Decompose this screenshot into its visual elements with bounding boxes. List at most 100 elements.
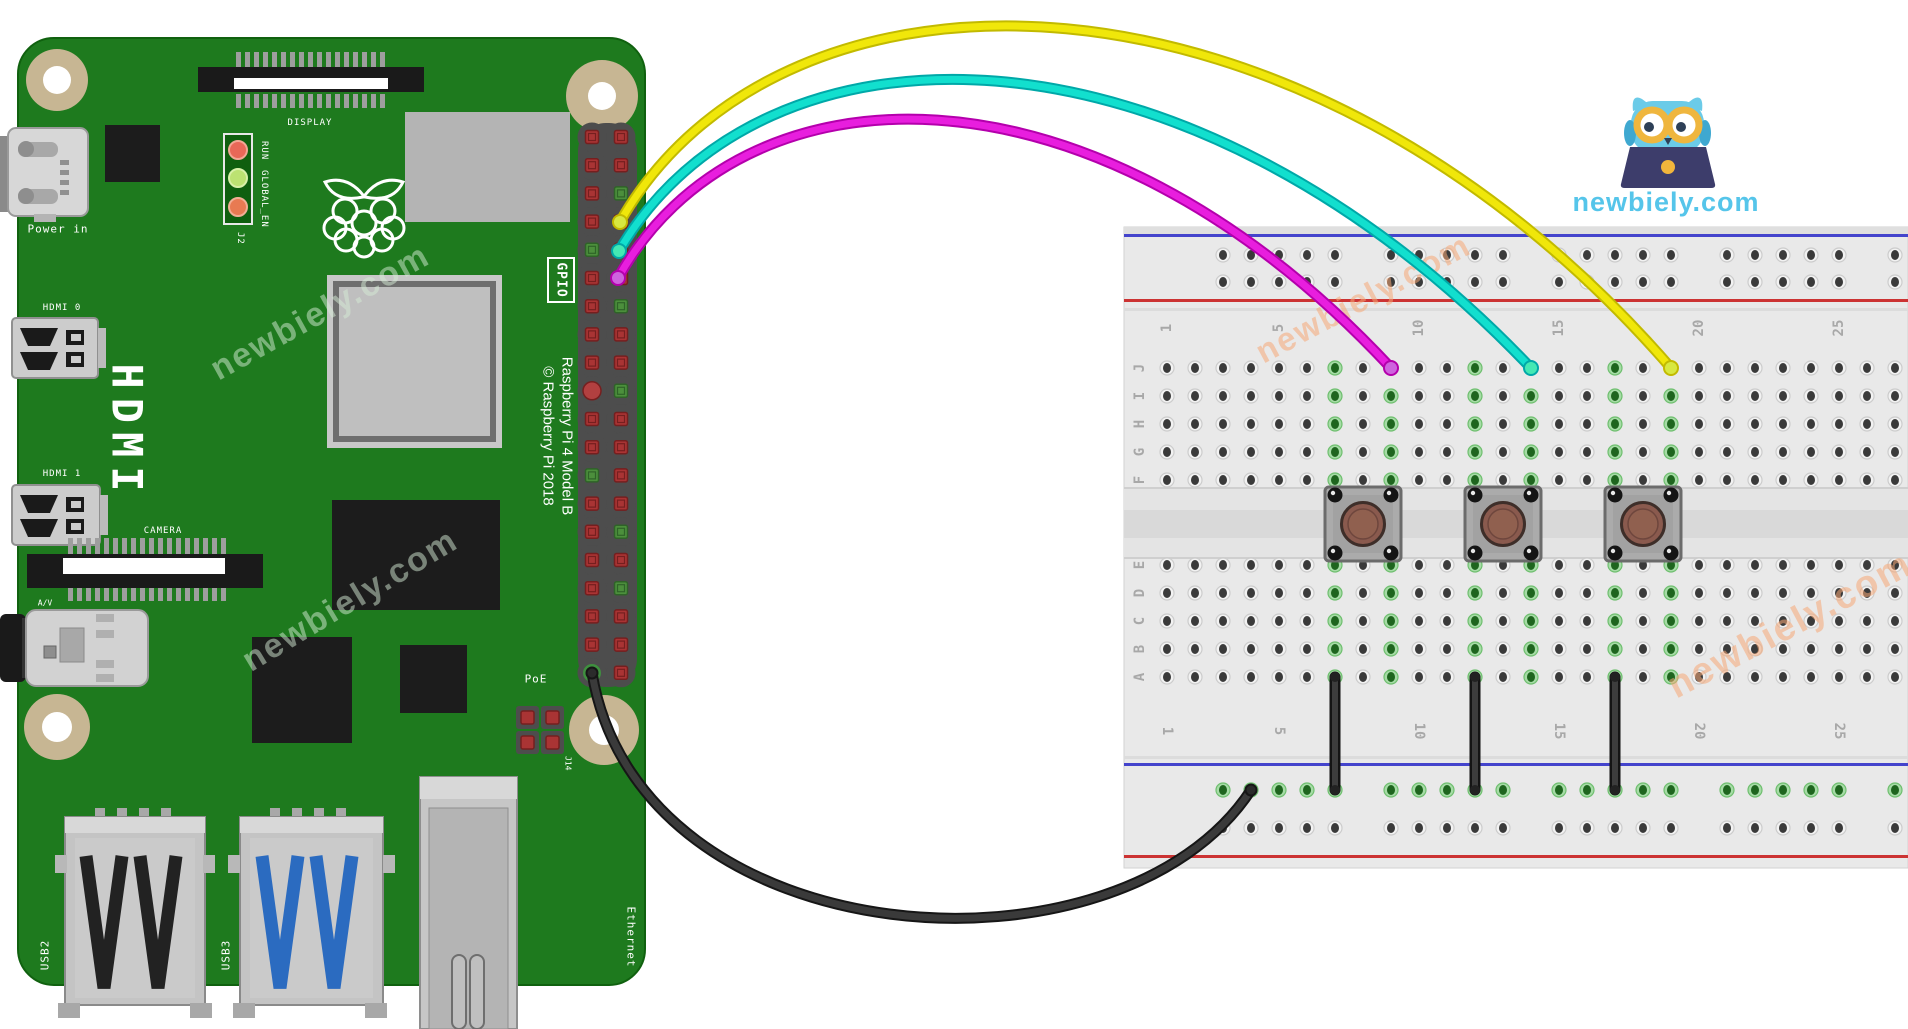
display-connector <box>198 52 424 108</box>
chip-ram <box>332 500 500 610</box>
top-rail-blue-line <box>1124 234 1908 237</box>
gpio-pin-gnd <box>613 186 629 201</box>
cyan-jumper-wire-end-cap <box>1523 360 1539 376</box>
button-pin <box>1383 545 1399 561</box>
gpio-pin-gnd <box>613 580 629 596</box>
logo-site-text: newbiely.com <box>1572 187 1759 217</box>
gpio-pin <box>613 552 629 568</box>
gpio-pin <box>584 298 600 314</box>
push-buttons <box>1323 485 1683 563</box>
ethernet-label: Ethernet <box>625 907 638 968</box>
cyan-jumper-wire <box>611 73 1539 376</box>
column-number-bottom-10: 10 <box>1411 723 1427 740</box>
cyan-jumper-wire-start-cap <box>611 243 627 259</box>
power-in-port <box>0 127 89 222</box>
gpio-pin <box>584 186 600 201</box>
yellow-jumper-wire-end-cap <box>1663 360 1679 376</box>
yellow-jumper-wire <box>612 20 1679 376</box>
newbiely-logo: newbiely.com <box>1572 97 1759 217</box>
gpio-pin <box>584 129 600 145</box>
gpio-pin <box>613 355 629 370</box>
gpio-label-box <box>547 257 575 303</box>
button-pin <box>1663 545 1679 561</box>
hdmi-big-label: HDMI <box>103 363 152 500</box>
row-label-C: C <box>1132 617 1148 625</box>
j2-label: J2 <box>235 232 245 245</box>
ground-jumper-col-12 <box>1469 671 1481 796</box>
magenta-jumper-wire-start-cap <box>610 270 626 286</box>
display-label: DISPLAY <box>288 118 333 128</box>
camera-label: CAMERA <box>144 526 183 536</box>
gpio-pin <box>613 637 629 652</box>
gpio-pin <box>584 270 600 286</box>
bottom-rail-red-line <box>1124 855 1908 858</box>
gpio-pin <box>613 609 629 624</box>
j14-label: J14 <box>564 756 573 771</box>
magenta-jumper-wire <box>610 113 1399 376</box>
gpio-pin-gnd <box>584 242 600 258</box>
column-number-top-10: 10 <box>1411 320 1427 337</box>
gpio-pin <box>584 214 600 229</box>
breadboard-holes <box>1159 247 1903 836</box>
row-label-J: J <box>1132 364 1148 372</box>
gpio-pin <box>613 665 629 681</box>
usb2-label: USB2 <box>39 940 52 971</box>
column-number-top-15: 15 <box>1551 320 1567 337</box>
magenta-jumper-wire-end-cap <box>1383 360 1399 376</box>
button-pin <box>1523 545 1539 561</box>
chip-small-top <box>105 125 160 182</box>
gpio-pin <box>584 355 600 370</box>
hdmi1-label: HDMI 1 <box>43 469 82 479</box>
bottom-rail-blue-line <box>1124 763 1908 766</box>
gpio-pin-gnd <box>613 383 629 399</box>
gpio-pin <box>584 552 600 568</box>
hdmi1-port <box>11 484 108 546</box>
gpio-pin <box>584 496 600 511</box>
row-label-B: B <box>1132 645 1148 653</box>
gpio-pin <box>613 157 629 173</box>
gpio-pin-round <box>582 381 602 401</box>
chip-ethernet-controller <box>400 645 467 713</box>
power-in-label: Power in <box>28 223 89 236</box>
ground-jumpers <box>1329 671 1621 796</box>
gpio-pin-gnd <box>613 298 629 314</box>
av-label: A/V <box>38 599 53 608</box>
hdmi0-port <box>11 317 106 379</box>
row-label-D: D <box>1132 589 1148 597</box>
column-number-top-20: 20 <box>1691 320 1707 337</box>
gpio-pin <box>613 327 629 342</box>
button-pin <box>1607 487 1623 503</box>
gpio-pin <box>613 439 629 455</box>
raspberry-pi-4-board: Power in DISPLAY RUN GLOBAL_EN J2 GPIO R… <box>0 37 646 1029</box>
gpio-pin <box>584 524 600 540</box>
camera-connector <box>27 538 263 601</box>
push-button-3 <box>1603 485 1683 563</box>
gpio-pin <box>584 580 600 596</box>
status-leds <box>223 133 253 225</box>
chip-usb-controller <box>252 637 352 743</box>
push-button-1 <box>1323 485 1403 563</box>
model-text-line2: © Raspberry Pi 2018 <box>540 366 557 505</box>
gpio-pin <box>613 411 629 427</box>
global-en-label: GLOBAL_EN <box>259 170 269 228</box>
black-ground-wire-start-cap <box>585 666 599 680</box>
gpio-pin <box>584 637 600 652</box>
usb3-port <box>228 808 395 1018</box>
column-number-bottom-15: 15 <box>1551 723 1567 740</box>
gpio-pin <box>584 609 600 624</box>
row-label-I: I <box>1132 392 1148 400</box>
poe-header <box>516 706 564 754</box>
av-jack <box>0 609 149 687</box>
gpio-pin <box>613 496 629 511</box>
button-pin <box>1523 487 1539 503</box>
led-run <box>228 140 248 160</box>
column-number-top-1: 1 <box>1159 324 1175 332</box>
button-pin <box>1327 545 1343 561</box>
column-number-top-25: 25 <box>1831 320 1847 337</box>
owl-icon <box>1620 97 1716 188</box>
button-pin <box>1467 545 1483 561</box>
gpio-pin <box>613 129 629 145</box>
